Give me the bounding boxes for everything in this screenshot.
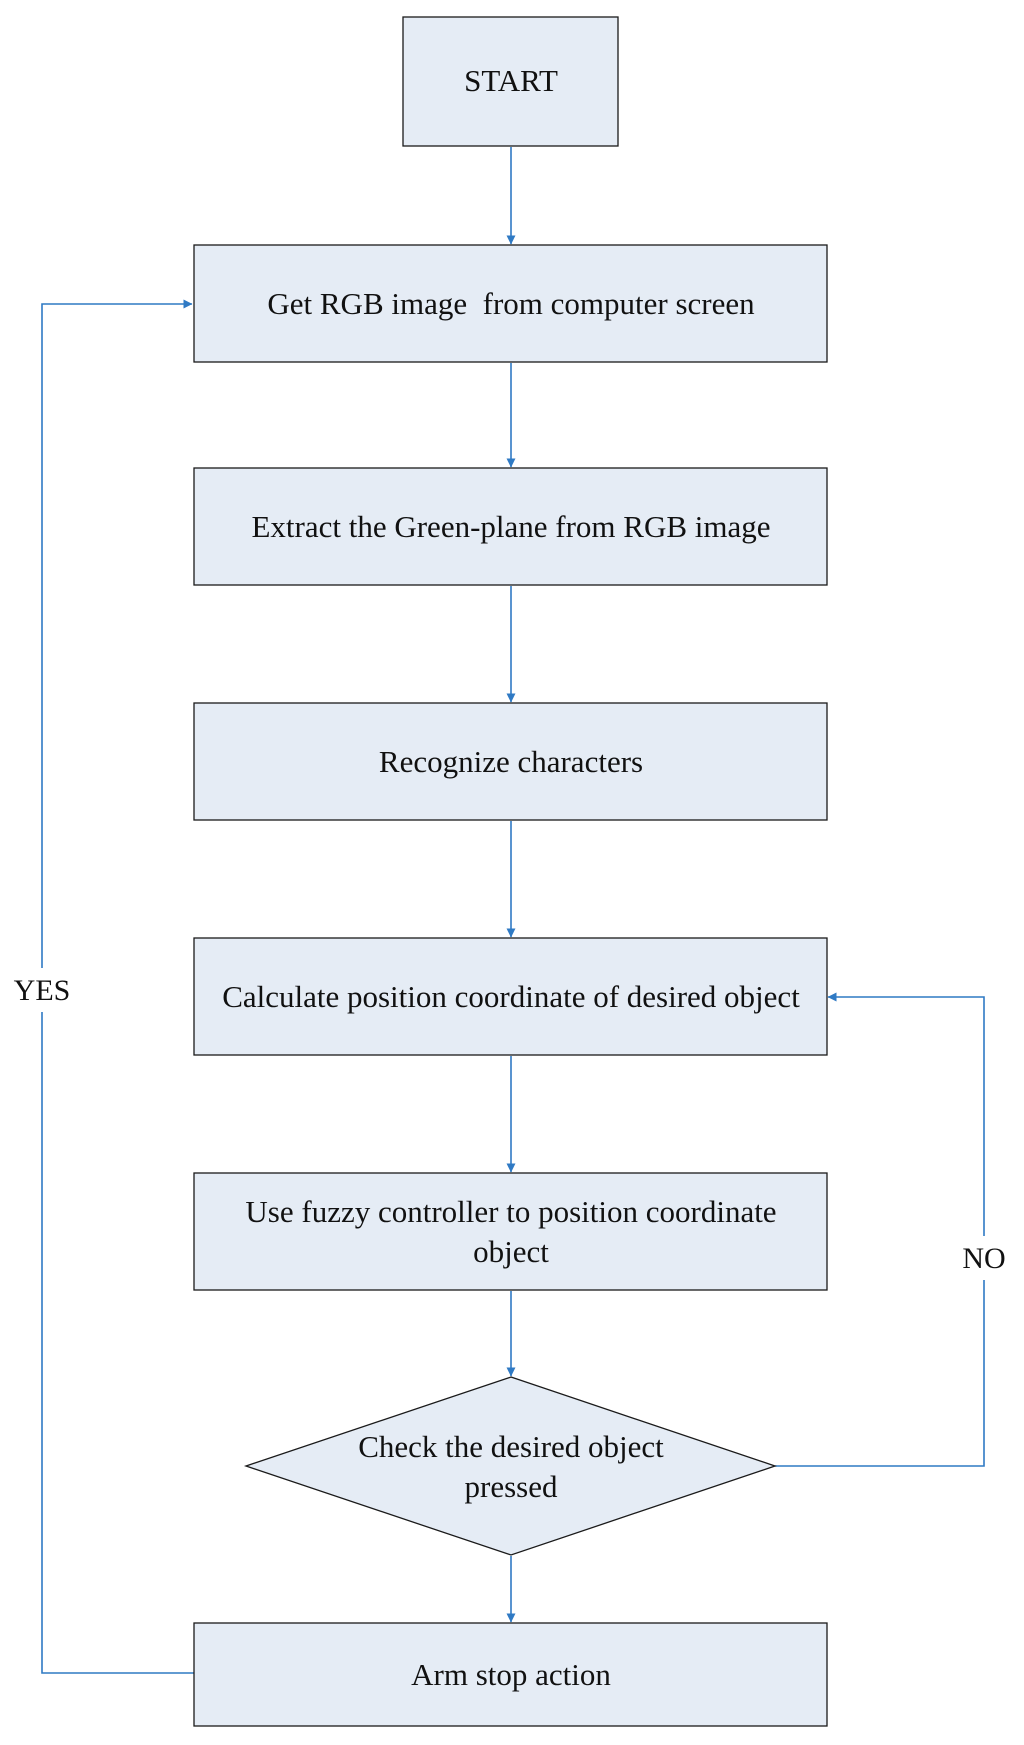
edge-label-yes: YES	[14, 974, 71, 1007]
node-start-label: START	[464, 63, 558, 98]
edge-label-no: NO	[962, 1242, 1005, 1275]
node-fuzzy: Use fuzzy controller to position coordin…	[193, 1172, 828, 1291]
node-recognize-box	[193, 702, 828, 821]
node-calculate-box	[193, 937, 828, 1056]
node-arm-stop-box	[193, 1622, 828, 1727]
node-extract-box	[193, 467, 828, 586]
edge-labels: YES NO	[5, 968, 1018, 1280]
node-extract: Extract the Green-plane from RGB image	[193, 467, 828, 586]
node-fuzzy-label-line-2: object	[473, 1234, 549, 1269]
no-label-background	[950, 1236, 1018, 1280]
node-fuzzy-label-line-1: Use fuzzy controller to position coordin…	[245, 1194, 776, 1229]
node-check-label-line-2: pressed	[465, 1469, 558, 1504]
node-recognize-label: Recognize characters	[379, 744, 643, 779]
node-calculate: Calculate position coordinate of desired…	[193, 937, 828, 1056]
node-get-rgb-box	[193, 244, 828, 363]
node-arm-stop: Arm stop action	[193, 1622, 828, 1727]
node-get-rgb-label: Get RGB image from computer screen	[267, 286, 755, 321]
edge-check-no-loop	[775, 992, 985, 1467]
node-fuzzy-box	[193, 1172, 828, 1291]
node-check-diamond	[243, 1376, 778, 1556]
node-get-rgb: Get RGB image from computer screen	[193, 244, 828, 363]
node-recognize: Recognize characters	[193, 702, 828, 821]
yes-label-background	[5, 968, 79, 1012]
node-check-label-line-1: Check the desired object	[358, 1429, 664, 1464]
node-check: Check the desired object pressed	[243, 1376, 778, 1556]
node-arm-stop-label: Arm stop action	[411, 1657, 611, 1692]
node-start: START	[402, 16, 619, 147]
node-extract-label: Extract the Green-plane from RGB image	[251, 509, 770, 544]
node-start-box	[402, 16, 619, 147]
node-calculate-label: Calculate position coordinate of desired…	[222, 979, 800, 1014]
